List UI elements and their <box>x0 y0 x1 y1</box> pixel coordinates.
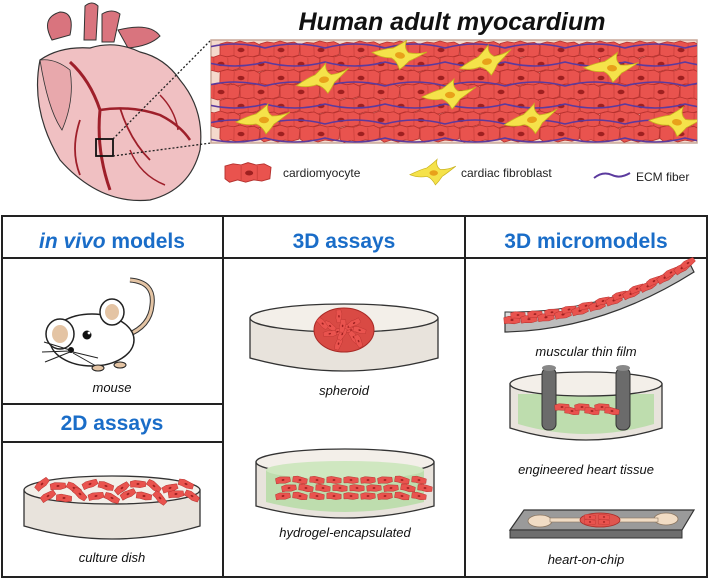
spheroid-dish <box>249 303 439 372</box>
cardiomyocyte <box>539 40 581 59</box>
cardiomyocyte <box>211 82 241 101</box>
model-grid <box>1 215 708 578</box>
heart-on-chip-caption: heart-on-chip <box>548 552 625 567</box>
engineered-heart-tissue <box>509 365 663 441</box>
cardiomyocyte <box>519 82 561 101</box>
cardiomyocyte <box>700 124 709 142</box>
heart-illustration <box>36 2 202 202</box>
cardiomyocyte <box>299 40 341 60</box>
cardiomyocyte <box>339 95 381 116</box>
ecm-fiber <box>211 43 697 49</box>
fibroblast-icon <box>409 158 457 186</box>
cardiomyocyte <box>499 40 541 60</box>
muscular-thin-film-caption: muscular thin film <box>535 344 636 359</box>
heart-region-marker <box>95 138 114 157</box>
cardiomyocyte-icon <box>224 162 272 183</box>
zoom-line-top <box>112 39 212 140</box>
cardiomyocyte <box>211 53 241 74</box>
spheroid-caption: spheroid <box>319 383 370 398</box>
ecm-fiber <box>211 137 697 143</box>
cardiomyocyte <box>339 40 381 59</box>
engineered-heart-tissue-caption: engineered heart tissue <box>518 462 654 477</box>
legend-label-fibroblast: cardiac fibroblast <box>461 166 552 180</box>
cardiomyocyte <box>700 97 709 114</box>
cardiomyocyte <box>519 53 561 74</box>
cardiomyocyte <box>379 95 421 116</box>
cardiomyocyte <box>700 41 709 58</box>
cardiomyocyte <box>659 40 697 59</box>
culture-dish-caption: culture dish <box>79 550 145 565</box>
cardiomyocyte <box>599 109 641 130</box>
muscular-thin-film <box>503 255 697 333</box>
cardiomyocyte <box>499 67 541 88</box>
3d-assays-heading: 3D assays <box>293 230 396 253</box>
3d-micromodels-heading: 3D micromodels <box>504 230 667 253</box>
cardiomyocyte <box>579 96 621 115</box>
mouse-caption: mouse <box>92 380 131 395</box>
cardiomyocyte <box>359 110 401 129</box>
culture-dish <box>23 475 201 540</box>
cardiomyocyte <box>639 53 681 74</box>
cardiomyocyte <box>639 82 681 101</box>
legend: cardiomyocyte cardiac fibroblast ECM fib… <box>224 158 689 186</box>
in-vivo-models-heading: in vivo models <box>39 230 185 253</box>
2d-assays-heading: 2D assays <box>61 412 164 435</box>
hydrogel-dish <box>255 448 435 519</box>
cardiomyocyte <box>459 96 501 115</box>
zoom-line-bottom <box>112 142 212 157</box>
ecm-fiber <box>211 103 697 109</box>
hydrogel-caption: hydrogel-encapsulated <box>279 525 411 540</box>
cardiomyocyte <box>379 124 421 143</box>
legend-label-ecm: ECM fiber <box>636 170 689 184</box>
myocardium-tissue <box>210 39 709 144</box>
mouse-illustration <box>41 277 155 372</box>
cardiomyocyte <box>619 96 661 115</box>
cardiomyocyte <box>219 95 261 116</box>
heart-on-chip <box>508 509 696 539</box>
legend-label-cardiomyocyte: cardiomyocyte <box>283 166 361 180</box>
cardiomyocyte <box>619 124 661 143</box>
cardiomyocyte <box>700 69 709 87</box>
cardiomyocyte <box>279 54 321 73</box>
cardiomyocyte <box>419 40 461 59</box>
ecm-fiber <box>211 81 697 87</box>
figure-title: Human adult myocardium <box>299 8 606 36</box>
ecm-fiber-icon <box>593 172 631 179</box>
